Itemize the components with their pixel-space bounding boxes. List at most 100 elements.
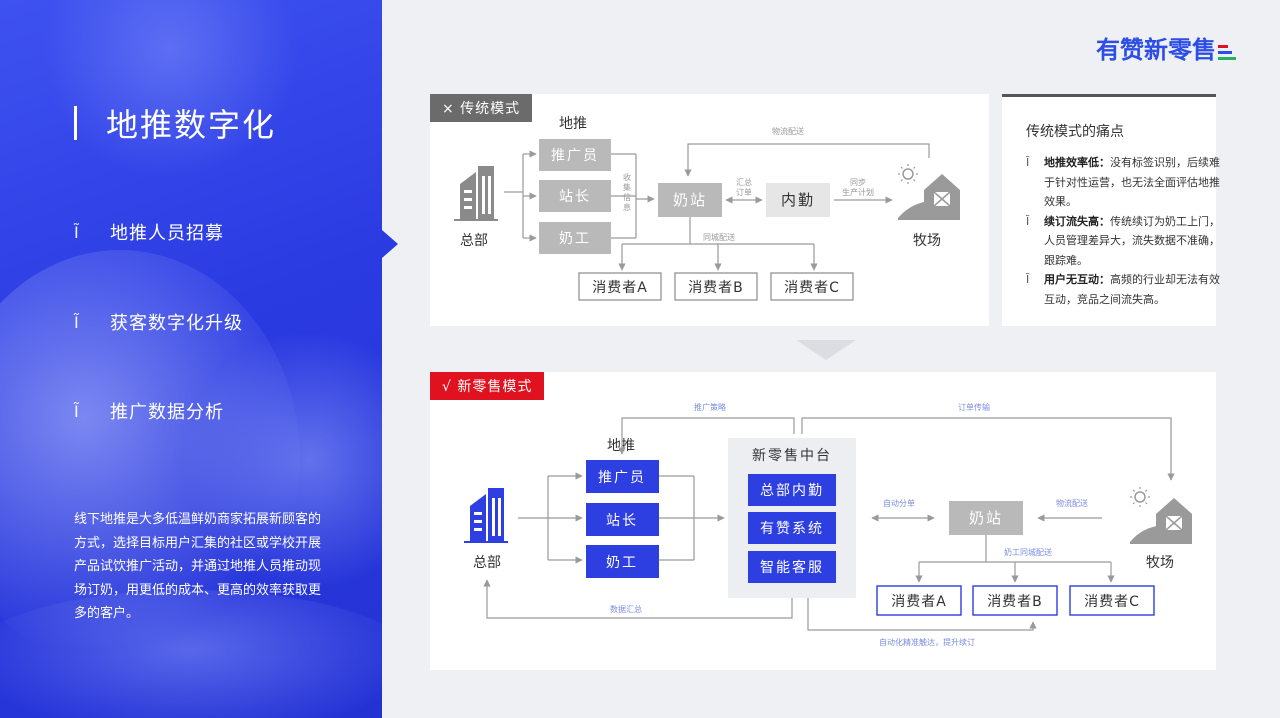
sync-plan-text: 同步	[850, 178, 866, 187]
ground-push-label: 地推	[559, 116, 587, 132]
brand-logo: 有赞新零售	[1096, 30, 1236, 65]
consumer-label: 消费者C	[784, 280, 840, 296]
platform-item-box	[748, 474, 836, 506]
pain-points-card: 传统模式的痛点 Ĩ 地推效率低：没有标签识别，后续难于针对性运营，也无法全面评估…	[1002, 94, 1220, 326]
consumer-box	[876, 585, 962, 616]
staff-label: 站长	[606, 513, 638, 529]
consumer-label: 消费者B	[987, 594, 1043, 610]
staff-box	[586, 460, 659, 493]
bullet-label: 获客数字化升级	[110, 313, 243, 334]
consumer-box	[770, 272, 854, 301]
auto-dispatch-label: 自动分单	[883, 498, 915, 508]
traditional-model-tag: × 传统模式	[430, 94, 533, 122]
milk-station-box	[949, 501, 1023, 535]
left-panel: 地推数字化 Ĩ 地推人员招募 Ĩ 获客数字化升级 Ĩ 推广数据分析 线下地推是大…	[0, 0, 382, 718]
bullet-item: Ĩ 获客数字化升级	[74, 309, 243, 335]
hq-label: 总部	[473, 555, 501, 571]
consumer-box	[1069, 585, 1155, 616]
pain-point-label: 用户无互动：	[1044, 273, 1110, 286]
consumer-label: 消费者C	[1084, 594, 1140, 610]
panel-title: 地推数字化	[106, 106, 277, 144]
platform-item-label: 智能客服	[760, 559, 824, 576]
consumer-label: 消费者B	[688, 280, 744, 296]
title-accent-bar	[74, 106, 77, 140]
transition-arrow	[796, 340, 856, 360]
ranch-label: 牧场	[1146, 555, 1174, 571]
platform-item-label: 总部内勤	[760, 483, 824, 499]
summary-order-text: 汇总	[736, 177, 752, 187]
bullet-mark: Ĩ	[74, 222, 79, 242]
summary-order-text: 订单	[736, 187, 752, 197]
collect-info-text: 集	[623, 182, 631, 192]
collect-info-text: 收	[623, 172, 631, 182]
staff-label: 推广员	[598, 470, 646, 486]
sync-plan-text: 生产计划	[842, 187, 874, 197]
panel-description: 线下地推是大多低温鲜奶商家拓展新顾客的方式，选择目标用户汇集的社区或学校开展产品…	[74, 512, 322, 621]
ranch-label: 牧场	[913, 233, 941, 249]
platform-item-box	[748, 512, 836, 544]
background-decoration	[40, 0, 300, 180]
traditional-model-card: × 传统模式 总部 地推 推广员 站长	[430, 94, 989, 326]
bullet-mark: Ĩ	[1026, 156, 1030, 169]
consumer-label: 消费者A	[891, 594, 947, 610]
pain-points-title: 传统模式的痛点	[1026, 124, 1124, 140]
pain-point-text: 传统续订为奶工上门，人员管理差异大，流失数据不准确，跟踪难。	[1044, 214, 1220, 267]
staff-box	[539, 139, 611, 171]
new-retail-model-tag: √ 新零售模式	[430, 372, 545, 400]
traditional-flow-diagram: 总部 地推 推广员 站长 奶工 收 集 信 息 奶站 汇总 订单 内勤	[454, 116, 960, 301]
milk-station-label: 奶站	[969, 509, 1003, 527]
same-city-label: 同城配送	[703, 232, 735, 242]
logo-text: 有赞新零售	[1096, 36, 1216, 64]
bullet-mark: Ĩ	[1026, 273, 1030, 286]
platform-item-box	[748, 551, 836, 583]
staff-box	[586, 503, 659, 536]
building-icon	[454, 166, 498, 221]
new-retail-model-card: √ 新零售模式 总部 地推 推广员 站长	[430, 372, 1216, 670]
background-decoration	[180, 330, 382, 590]
ground-push-label: 地推	[607, 438, 635, 454]
staff-label: 推广员	[551, 148, 599, 164]
platform-item-label: 有赞系统	[760, 521, 824, 537]
bullet-item: Ĩ 地推人员招募	[74, 219, 224, 245]
logistics-label: 物流配送	[1056, 498, 1088, 508]
collect-info-text: 信	[623, 192, 631, 202]
consumer-label: 消费者A	[592, 280, 648, 296]
pain-points-list: Ĩ 地推效率低：没有标签识别，后续难于针对性运营，也无法全面评估地推效果。 Ĩ …	[1024, 153, 1220, 309]
middle-platform-title: 新零售中台	[752, 448, 832, 464]
pain-point-item: Ĩ 用户无互动：高频的行业却无法有效互动，竞品之间流失高。	[1024, 270, 1220, 309]
pain-point-label: 地推效率低：	[1044, 156, 1110, 169]
staff-box	[586, 545, 659, 578]
bullet-mark: Ĩ	[1026, 214, 1030, 228]
logo-lines-icon	[1218, 45, 1236, 60]
data-summary-label: 数据汇总	[610, 604, 642, 614]
bullet-label: 地推人员招募	[110, 223, 224, 244]
staff-label: 站长	[559, 189, 591, 205]
bullet-label: 推广数据分析	[110, 402, 224, 423]
order-transfer-label: 订单传输	[958, 402, 990, 412]
logistics-label: 物流配送	[772, 126, 804, 136]
background-decoration	[0, 250, 300, 670]
milkman-delivery-label: 奶工同城配送	[1004, 547, 1052, 557]
bullet-item: Ĩ 推广数据分析	[74, 398, 224, 424]
building-icon	[464, 488, 508, 543]
ranch-icon	[1130, 487, 1192, 544]
staff-label: 奶工	[559, 231, 591, 247]
bullet-mark: Ĩ	[74, 312, 79, 332]
staff-label: 奶工	[606, 555, 638, 571]
ranch-icon	[898, 164, 960, 220]
background-decoration	[0, 590, 382, 718]
hq-label: 总部	[460, 233, 488, 249]
consumer-box	[972, 585, 1058, 616]
milk-station-box	[658, 183, 722, 217]
pain-point-item: Ĩ 续订流失高：传统续订为奶工上门，人员管理差异大，流失数据不准确，跟踪难。	[1024, 212, 1220, 271]
staff-box	[539, 222, 611, 254]
new-retail-flow-diagram: 总部 地推 推广员 站长 奶工 新零售中台 总部内勤 有赞系统 智能客服 推广策…	[464, 402, 1192, 647]
panel-pointer-arrow	[382, 230, 398, 258]
pain-point-item: Ĩ 地推效率低：没有标签识别，后续难于针对性运营，也无法全面评估地推效果。	[1024, 153, 1220, 212]
promo-strategy-label: 推广策略	[694, 402, 726, 412]
collect-info-text: 息	[623, 202, 631, 212]
bullet-mark: Ĩ	[74, 401, 79, 421]
staff-box	[539, 180, 611, 212]
consumer-box	[578, 272, 662, 301]
internal-staff-box	[766, 183, 830, 217]
